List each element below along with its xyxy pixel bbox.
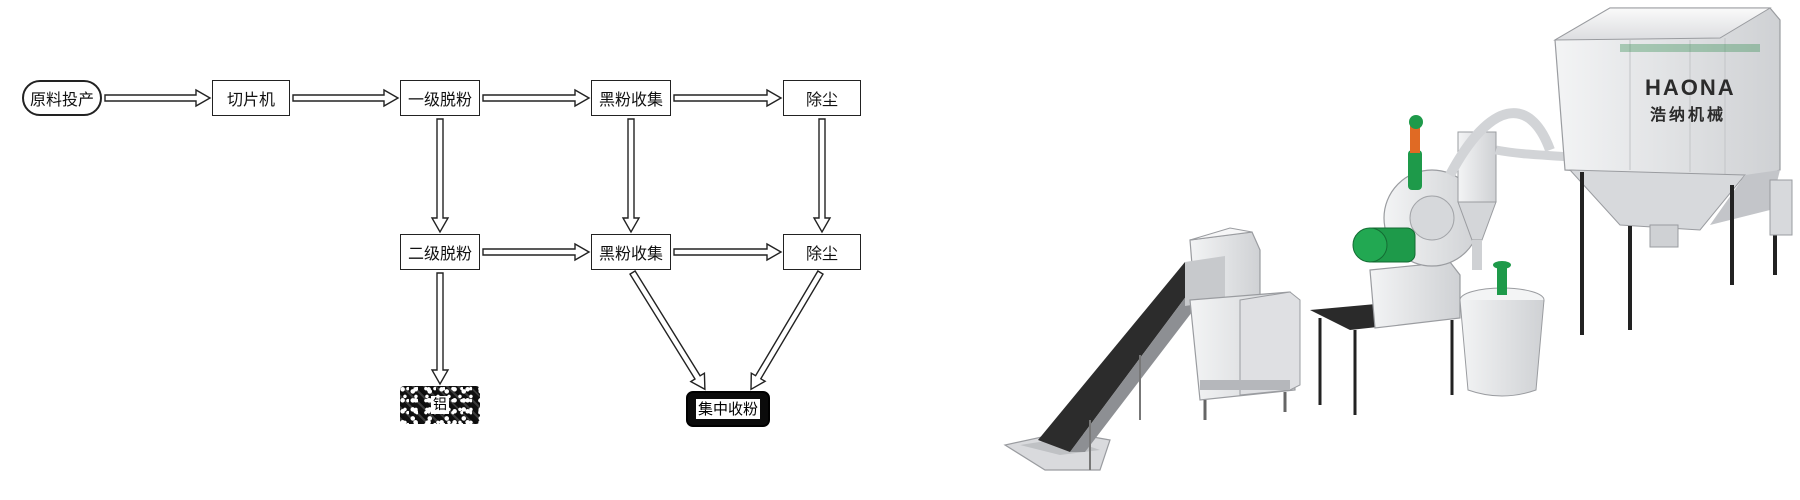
node-raw-material: 原料投产 — [22, 80, 102, 116]
node-primary-depowder: 一级脱粉 — [400, 80, 480, 116]
node-black-powder-collect-1: 黑粉收集 — [591, 80, 671, 116]
powder-recycling-machine-illustration: HAONA 浩纳机械 — [1003, 7, 1793, 471]
node-black-powder-collect-2: 黑粉收集 — [591, 234, 671, 270]
node-aluminum: 铝 — [400, 386, 480, 424]
flow-arrows — [104, 88, 832, 391]
arrow-n_d1-to-n_d2 — [812, 118, 832, 234]
machine-brand-logo: HAONA — [1645, 75, 1736, 100]
arrow-n_bc2-to-n_collect — [629, 270, 706, 391]
node-dust-removal-2: 除尘 — [783, 234, 861, 270]
arrow-n_p2-to-n_al — [430, 272, 450, 386]
process-flow-diagram: 原料投产 切片机 一级脱粉 黑粉收集 除尘 二级脱粉 黑粉收集 除尘 铝 集中收… — [22, 80, 861, 427]
arrow-n_d2-to-n_collect — [750, 270, 824, 391]
arrow-n_bc1-to-n_d1 — [673, 88, 783, 108]
filter-tube-row — [1620, 44, 1760, 52]
node-dust-removal-1: 除尘 — [783, 80, 861, 116]
machine-brand-subtitle: 浩纳机械 — [1650, 105, 1726, 124]
arrow-n_slice-to-n_p1 — [292, 88, 400, 108]
arrow-n_p2-to-n_bc2 — [482, 242, 591, 262]
shredder-unit — [1185, 227, 1301, 420]
arrow-n_bc1-to-n_bc2 — [621, 118, 641, 234]
arrow-n_raw-to-n_slice — [104, 88, 212, 108]
node-secondary-depowder: 二级脱粉 — [400, 234, 480, 270]
collection-bin — [1459, 261, 1545, 397]
arrow-n_bc2-to-n_d2 — [673, 242, 783, 262]
arrow-n_p1-to-n_p2 — [430, 118, 450, 234]
node-central-powder-collection: 集中收粉 — [686, 391, 770, 427]
feed-conveyor — [1003, 262, 1215, 471]
grinder-unit — [1352, 115, 1481, 329]
node-slicer: 切片机 — [212, 80, 290, 116]
arrow-n_p1-to-n_bc1 — [482, 88, 591, 108]
dust-collector: HAONA 浩纳机械 — [1553, 7, 1793, 335]
